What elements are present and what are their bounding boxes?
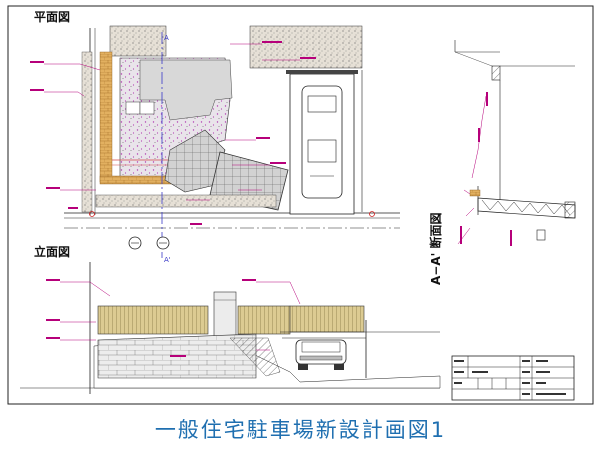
drawing-caption: 一般住宅駐車場新設計画図1 [154, 418, 447, 442]
rock-garden-right [249, 25, 363, 69]
plan-view-title: 平面図 [34, 10, 70, 24]
car-plan-icon [301, 85, 343, 199]
car-elevation-icon [295, 339, 347, 370]
gate-pillar [213, 291, 237, 339]
section-marker-top: A [164, 34, 169, 42]
title-block [451, 355, 575, 401]
elevation-view [20, 262, 441, 394]
fence-right [289, 305, 365, 333]
elevation-annotations [60, 281, 301, 351]
plan-view: A A' [30, 25, 400, 264]
brick-border-left [99, 51, 113, 183]
rock-garden-top [109, 25, 167, 57]
cad-drawing: 平面図 [7, 5, 594, 405]
fence-middle [237, 305, 291, 335]
plan-annotations [44, 43, 300, 201]
section-view: A−A' 断面図 [428, 40, 576, 285]
fence-left [97, 305, 209, 335]
section-marker-bottom: A' [164, 256, 171, 264]
section-view-title: A−A' 断面図 [428, 213, 443, 285]
plan-annotation-marks [30, 41, 316, 225]
elevation-view-title: 立面図 [34, 244, 70, 259]
paved-walk [139, 59, 233, 121]
